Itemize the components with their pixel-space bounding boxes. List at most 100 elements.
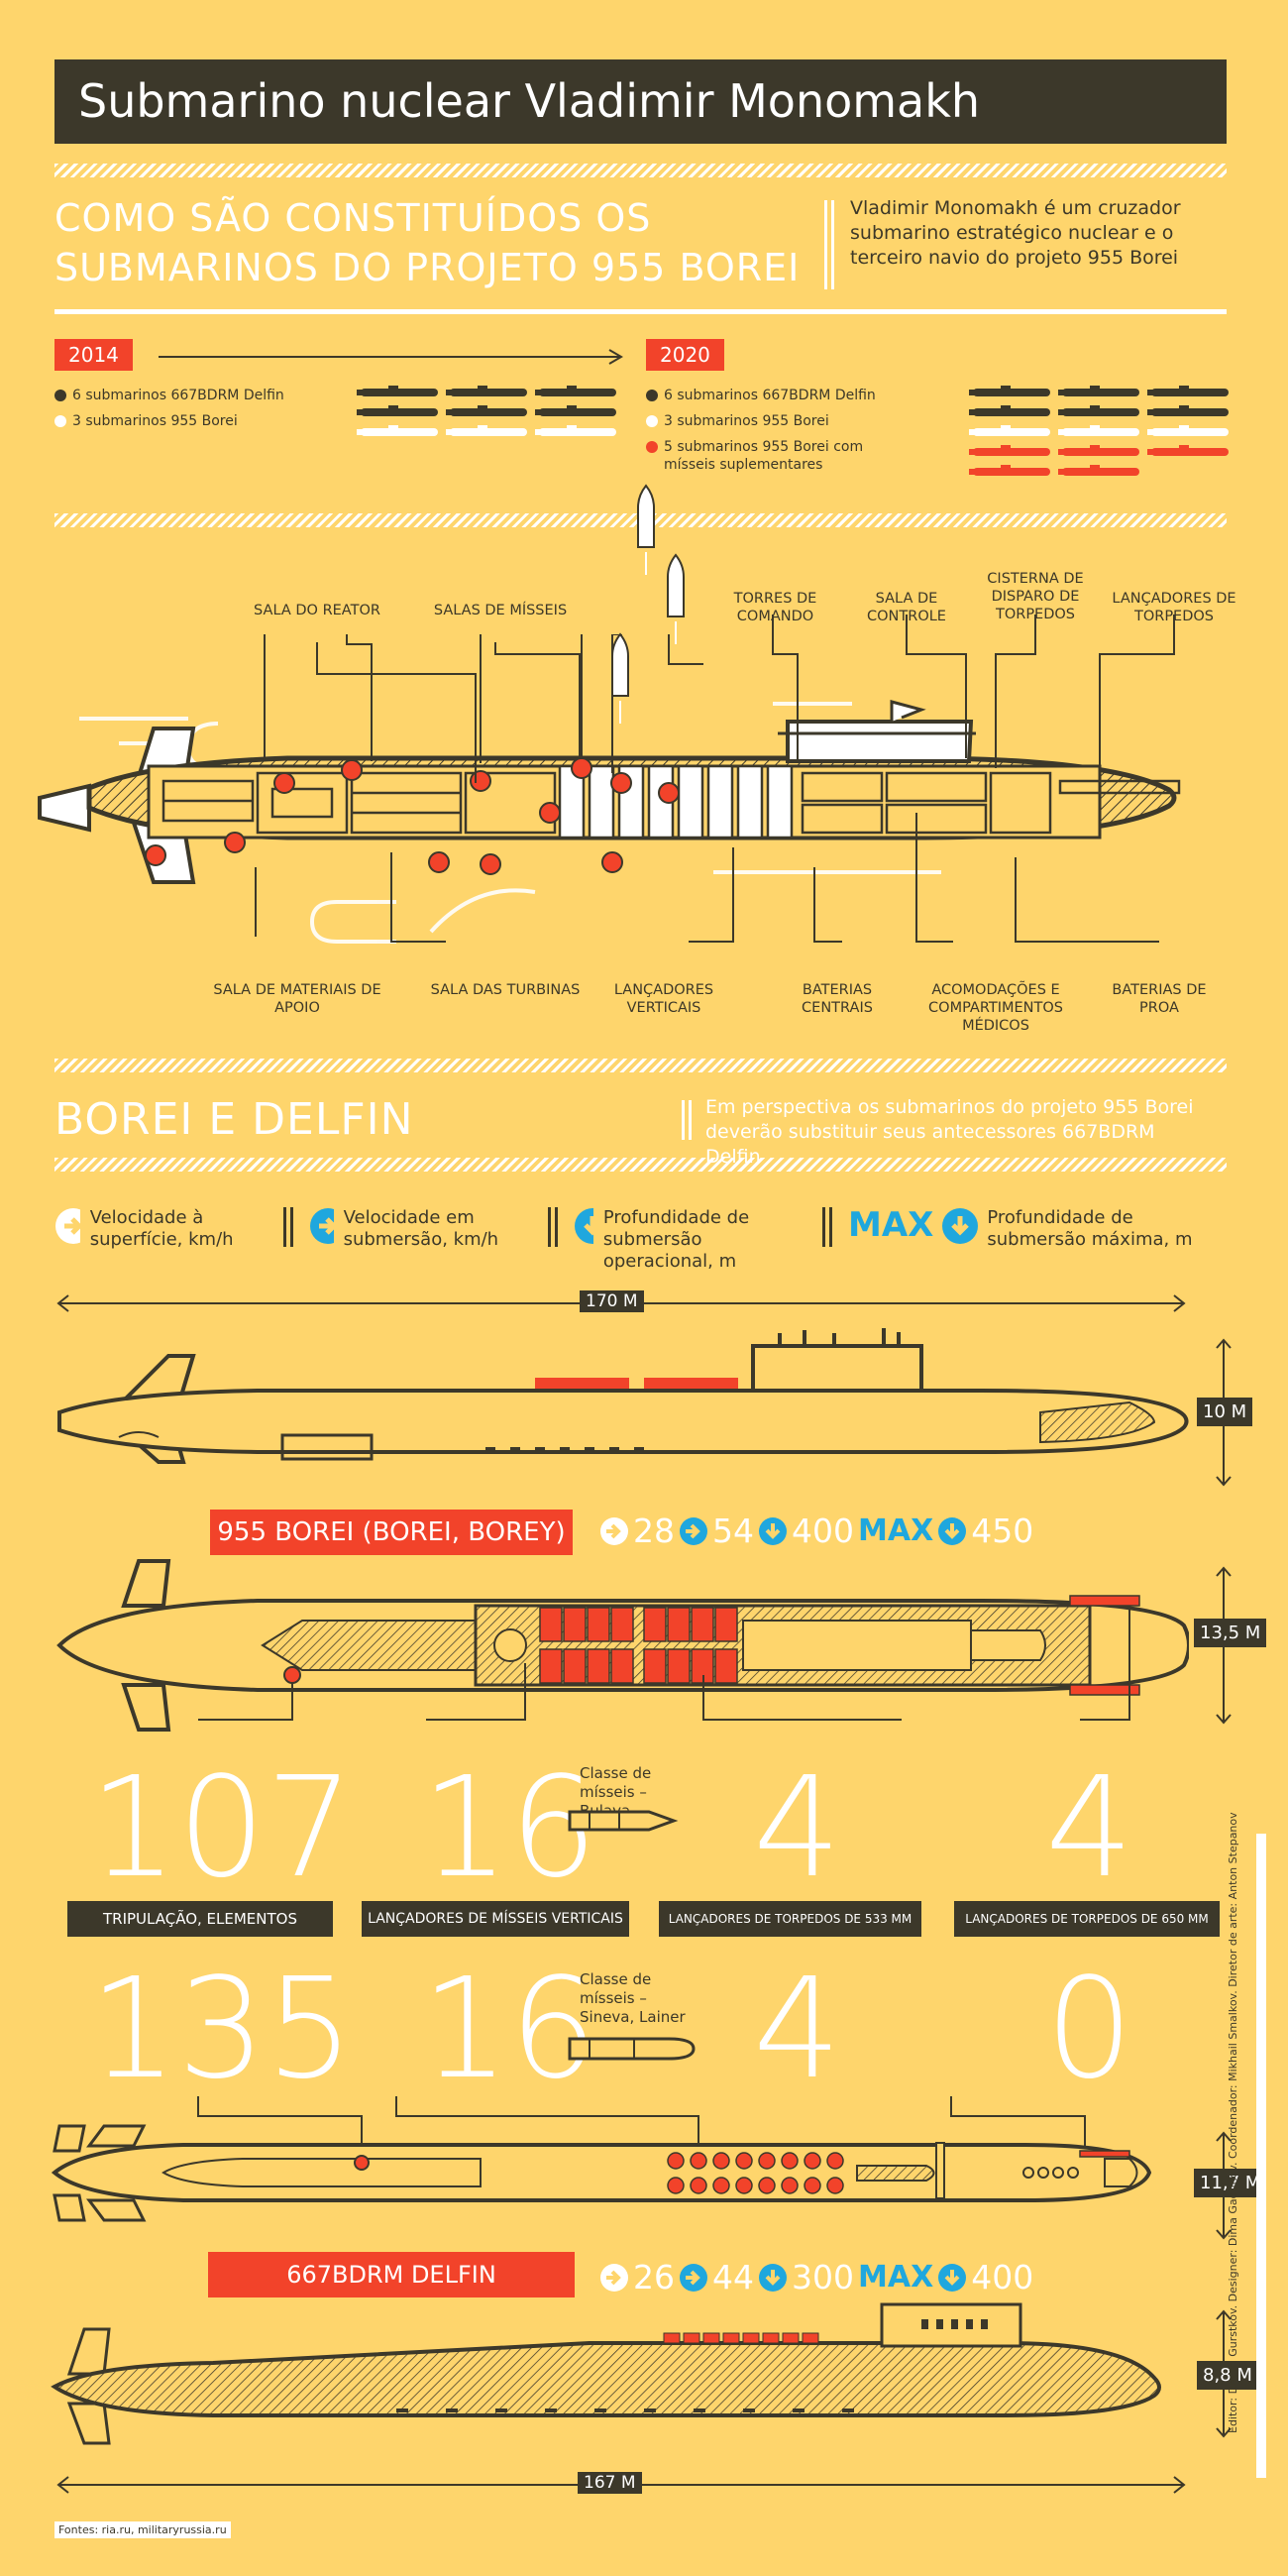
stat-label-crew: Tripulação, elementos (67, 1901, 333, 1937)
surface-speed-icon (600, 2263, 628, 2292)
max-label: MAX (858, 2260, 934, 2295)
intro-text: Vladimir Monomakh é um cruzador submarin… (850, 197, 1181, 269)
list-item: 3 submarinos 955 Borei (54, 412, 352, 430)
stat-label-vertical-launchers: Lançadores de mísseis verticais (362, 1901, 629, 1937)
borei-height: 10 M (1197, 1398, 1253, 1426)
delfin-side-view (51, 2302, 1161, 2445)
label-support-materials: Sala de materiais de apoio (213, 982, 381, 1016)
delfin-dot (54, 390, 66, 401)
label-turbine-room: Sala das turbinas (430, 982, 581, 998)
delfin-height: 8,8 M (1197, 2361, 1258, 2390)
borei-depth-max: 450 (971, 1512, 1034, 1550)
stat-label-torpedo-533: Lançadores de torpedos de 533 mm (659, 1901, 921, 1937)
list-item: 3 submarinos 955 Borei (646, 412, 943, 430)
delfin-width: 11,7 M (1194, 2169, 1267, 2197)
sources: Fontes: ria.ru, militaryrussia.ru (54, 2521, 231, 2538)
timeline-arrow (159, 349, 623, 365)
borei-length: 170 M (580, 1290, 644, 1312)
delfin-speed-surface: 26 (633, 2258, 675, 2296)
list-2014: 6 submarinos 667BDRM Delfin 3 submarinos… (54, 387, 352, 430)
max-label: MAX (858, 1513, 934, 1548)
borei-depth-op: 400 (792, 1512, 854, 1550)
sineva-missile-icon (568, 2037, 696, 2061)
divider-stripe (54, 164, 1227, 177)
max-depth-icon (938, 1516, 967, 1545)
delfin-depth-op: 300 (792, 2258, 854, 2296)
submerged-speed-icon (310, 1208, 334, 1244)
borei-speed-surface: 28 (633, 1512, 675, 1550)
separator (283, 1207, 293, 1247)
bulava-missile-icon (568, 1810, 679, 1832)
delfin-torpedo-650: 0 (1045, 1949, 1134, 2110)
surface-speed-icon (600, 1516, 628, 1545)
legend-submerged-speed: Velocidade em submersão, km/h (309, 1207, 532, 1251)
separator (824, 200, 834, 289)
legend: Velocidade à superfície, km/h Velocidade… (54, 1207, 1195, 1273)
divider-line (54, 309, 1227, 314)
delfin-length: 167 M (578, 2472, 642, 2494)
compare-heading: Borei e Delfin (54, 1094, 414, 1145)
max-depth-icon (942, 1208, 979, 1244)
delfin-vertical-launchers: 16 (421, 1949, 598, 2110)
compare-text: Em perspectiva os submarinos do projeto … (705, 1096, 1194, 1168)
fleet-2020-icons (969, 386, 1229, 476)
list-item: 5 submarinos 955 Borei com mísseis suple… (646, 438, 884, 474)
delfin-torpedo-533: 4 (753, 1949, 842, 2110)
borei-name-tag: 955 BOREI (BOREI, BOREY) (210, 1510, 573, 1555)
max-depth-icon (938, 2263, 967, 2292)
legend-operational-depth: Profundidade de submersão operacional, m (574, 1207, 806, 1273)
submerged-speed-icon (680, 1516, 707, 1545)
operational-depth-icon (575, 1208, 593, 1244)
borei-performance: 28 54 400 MAX 450 (599, 1512, 1033, 1550)
delfin-performance: 26 44 300 MAX 400 (599, 2258, 1033, 2296)
borei-cutaway-diagram (38, 634, 1181, 944)
list-item: 6 submarinos 667BDRM Delfin (646, 387, 943, 404)
borei-speed-sub: 54 (712, 1512, 754, 1550)
borei-dot (54, 415, 66, 427)
submerged-speed-icon (680, 2263, 707, 2292)
year-2014: 2014 (54, 339, 133, 371)
separator (822, 1207, 832, 1247)
label-reactor-room: Sala do reator (254, 603, 380, 618)
borei-torpedo-533: 4 (753, 1747, 842, 1909)
borei-crew: 107 (89, 1747, 355, 1909)
extra-dot (646, 441, 658, 453)
delfin-crew: 135 (89, 1949, 355, 2110)
list-2020: 6 submarinos 667BDRM Delfin 3 submarinos… (646, 387, 943, 474)
borei-torpedo-650: 4 (1045, 1747, 1134, 1909)
intro-heading-line2: submarinos do projeto 955 Borei (54, 246, 801, 289)
label-accommodation: Acomodações e compartimentos médicos (928, 982, 1063, 1034)
label-command-towers: Torres de comando (733, 591, 817, 624)
leader-lines (255, 615, 1175, 943)
delfin-dot (646, 390, 658, 401)
credits-bar (1256, 1834, 1266, 2478)
divider-stripe (54, 1158, 1227, 1172)
max-label: MAX (848, 1205, 934, 1245)
delfin-missile-class: Classe de mísseis – Sineva, Lainer (580, 1970, 686, 2026)
intro-heading-line1: Como são constituídos os (54, 196, 652, 240)
operational-depth-icon (759, 1516, 787, 1545)
label-missile-rooms: Salas de mísseis (433, 603, 568, 618)
credits: Editor: Dmitri Gurstkov. Designer: Dima … (1227, 1812, 1239, 2433)
fleet-2014-icons (357, 386, 616, 436)
label-central-batteries: Baterias centrais (802, 982, 873, 1016)
list-item: 6 submarinos 667BDRM Delfin (54, 387, 352, 404)
borei-vertical-launchers: 16 (421, 1747, 598, 1909)
borei-side-view (57, 1328, 1189, 1464)
legend-surface-speed: Velocidade à superfície, km/h (54, 1207, 268, 1251)
stat-label-torpedo-650: Lançadores de torpedos de 650 mm (954, 1901, 1220, 1937)
borei-width: 13,5 M (1194, 1619, 1267, 1647)
year-2020: 2020 (646, 339, 724, 371)
surface-speed-icon (55, 1208, 80, 1244)
separator (682, 1100, 692, 1140)
missiles-illustration (611, 484, 685, 724)
label-control-room: Sala de controle (867, 591, 946, 624)
delfin-name-tag: 667BDRM DELFIN (208, 2252, 575, 2297)
delfin-speed-sub: 44 (712, 2258, 754, 2296)
operational-depth-icon (759, 2263, 787, 2292)
delfin-depth-max: 400 (971, 2258, 1034, 2296)
page-title: Submarino nuclear Vladimir Monomakh (54, 59, 1227, 144)
intro-heading: Como são constituídos os submarinos do p… (54, 193, 837, 292)
divider-stripe (54, 1059, 1227, 1072)
borei-dot (646, 415, 658, 427)
